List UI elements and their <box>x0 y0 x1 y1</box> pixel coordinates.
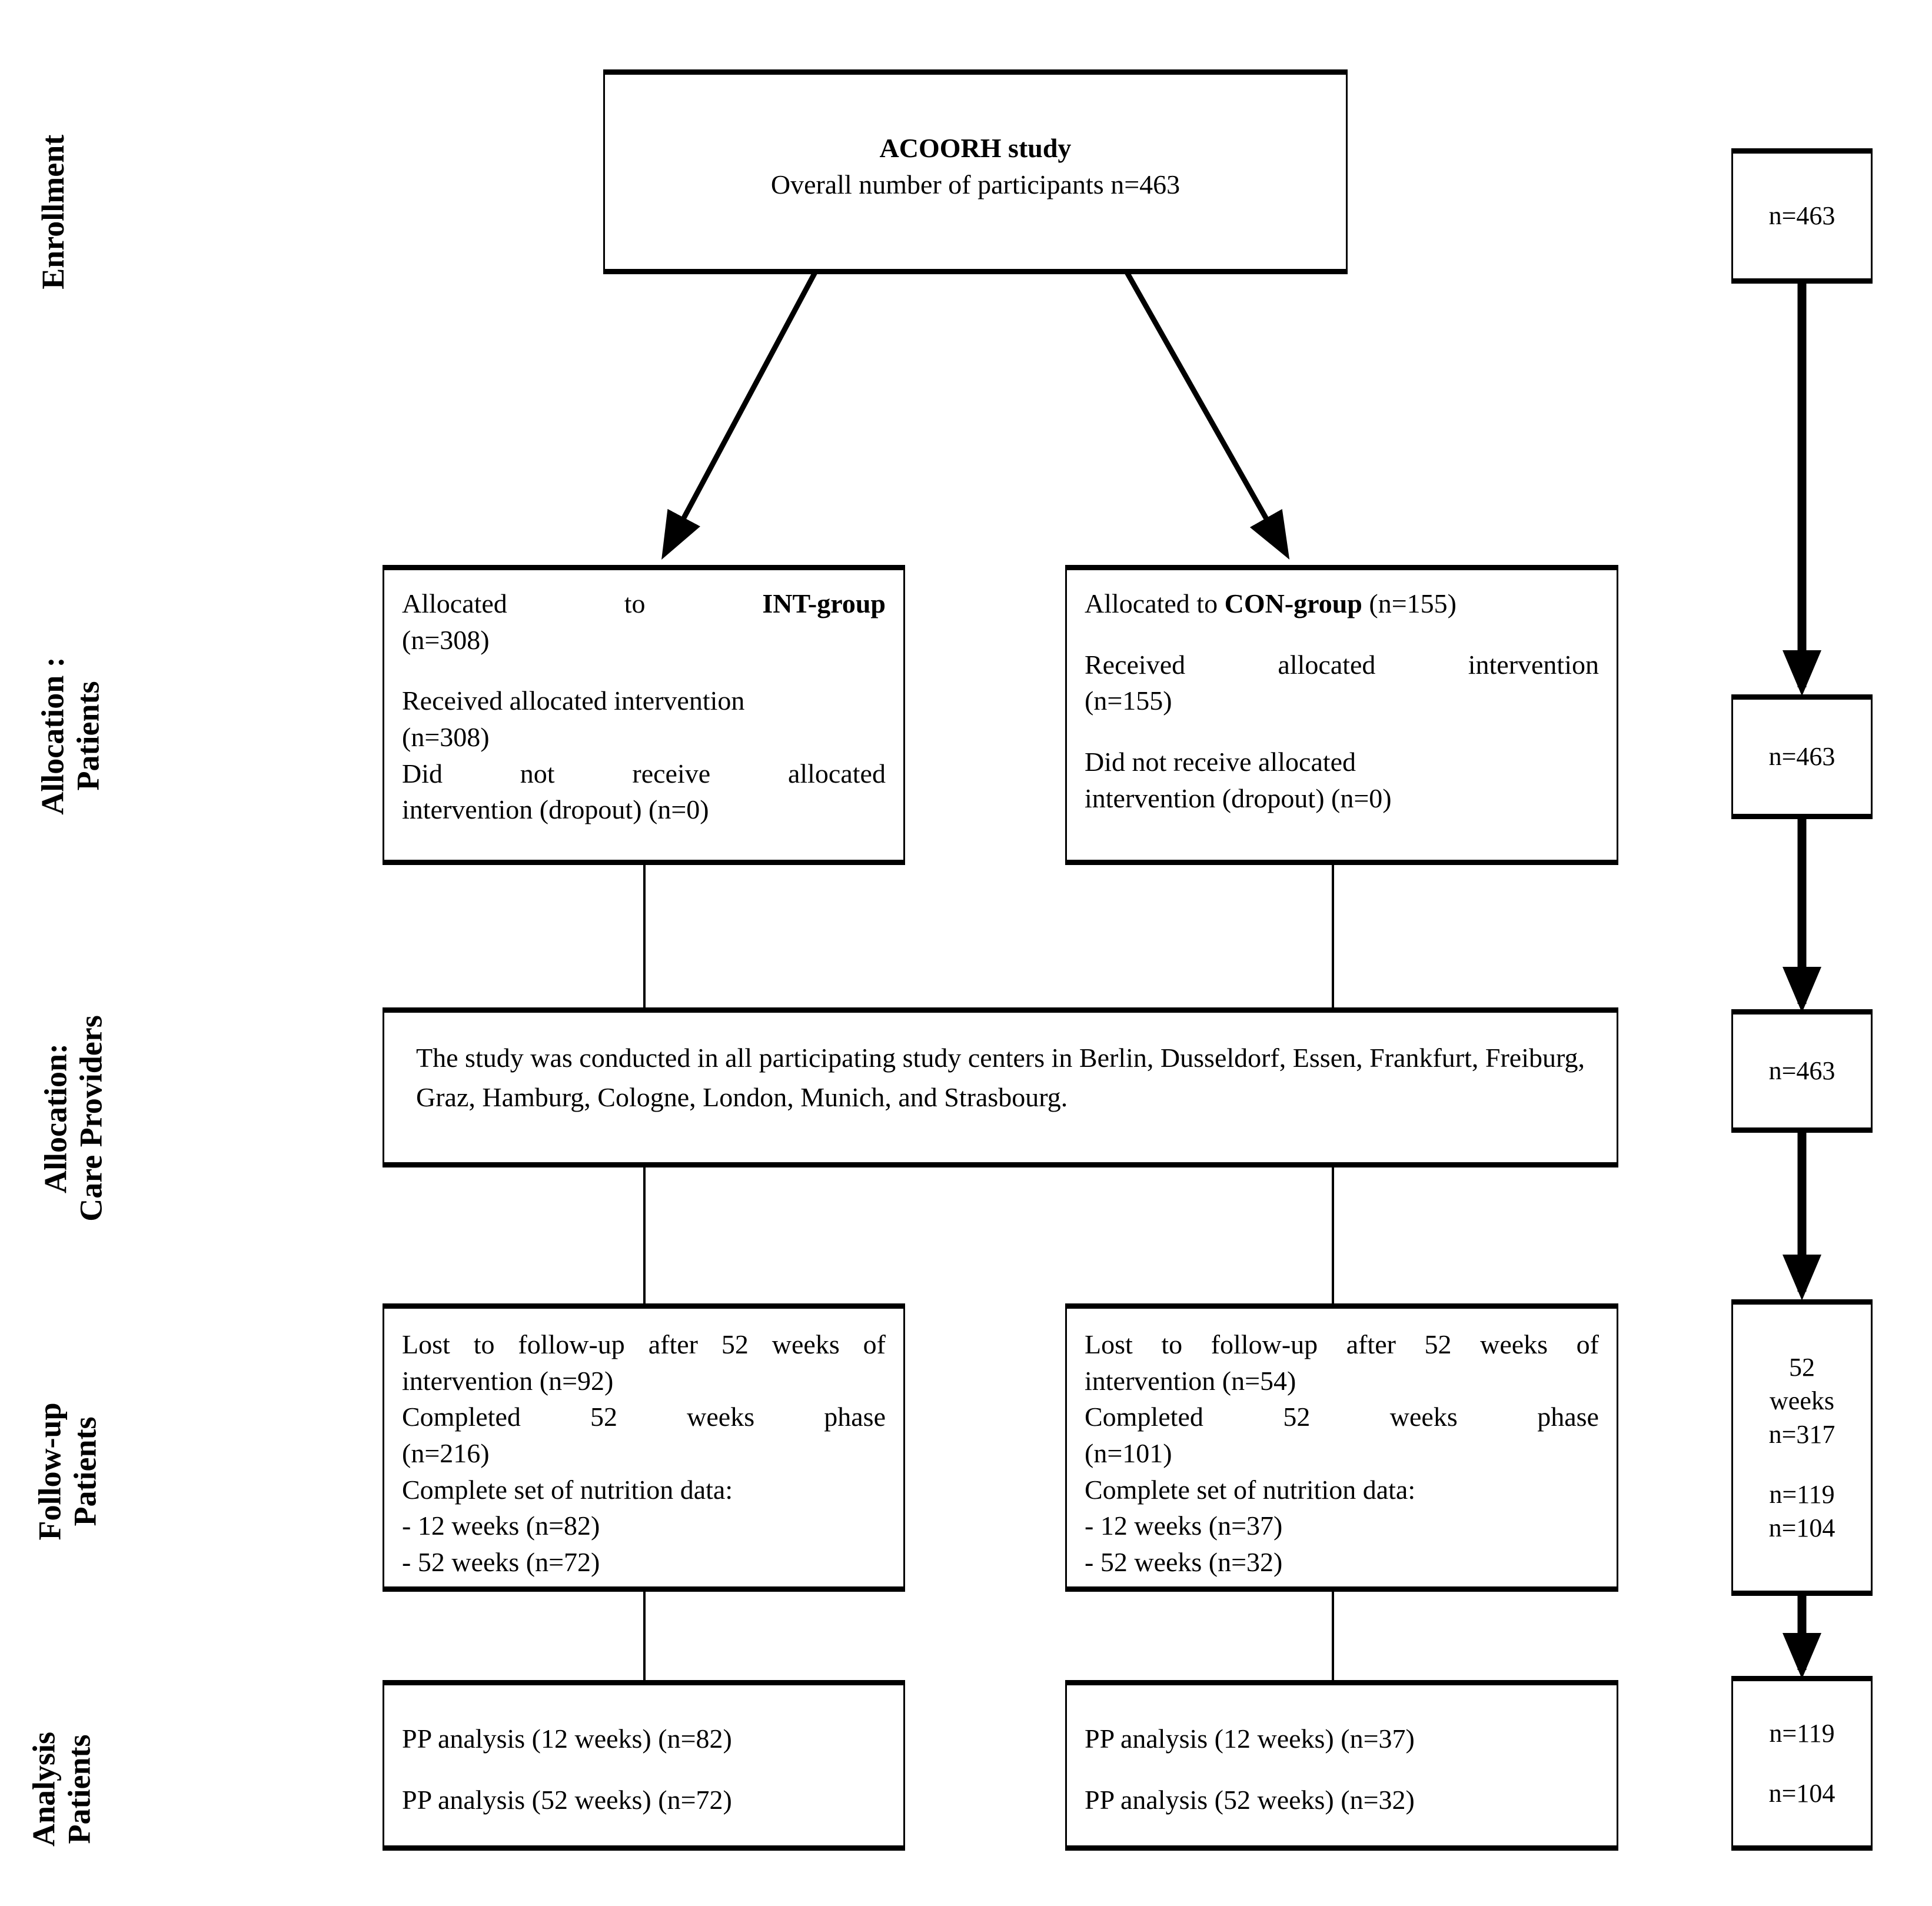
summary-box-followup: 52 weeks n=317 n=119 n=104 <box>1731 1299 1873 1596</box>
title-box-participants: Overall number of participants n=463 <box>770 169 1181 199</box>
followup-con-52w: - 52 weeks (n=32) <box>1085 1546 1283 1577</box>
care-providers-text: The study was conducted in all participa… <box>416 1043 1585 1112</box>
summary-enrollment-n: n=463 <box>1768 201 1835 231</box>
allocation-con-received-a: Received <box>1085 649 1186 680</box>
analysis-con-12w: PP analysis (12 weeks) (n=37) <box>1085 1724 1415 1754</box>
connector-centers-to-followup-int <box>643 1165 646 1306</box>
summary-followup-n104: n=104 <box>1768 1513 1835 1542</box>
allocation-int-n: (n=308) <box>402 624 490 655</box>
allocation-con-notreceive: Did not receive allocated <box>1085 746 1356 777</box>
followup-int-52w: - 52 weeks (n=72) <box>402 1546 600 1577</box>
phase-label-enrollment: Enrollment <box>35 134 71 290</box>
summary-followup-total: n=317 <box>1768 1420 1835 1449</box>
followup-con-completed-d: phase <box>1537 1402 1599 1432</box>
phase-label-follow-up-patients: Follow-up Patients <box>32 1402 103 1541</box>
phase-label-analysis-patients: Analysis Patients <box>26 1731 97 1847</box>
followup-con-12w: - 12 weeks (n=37) <box>1085 1511 1283 1541</box>
allocation-con-dropout: intervention (dropout) (n=0) <box>1085 783 1392 813</box>
followup-int-completed-d: phase <box>824 1402 886 1432</box>
summary-followup-n119: n=119 <box>1769 1479 1835 1509</box>
followup-con-completed-c: weeks <box>1389 1402 1458 1432</box>
summary-box-allocation-patients: n=463 <box>1731 694 1873 819</box>
analysis-int-box: PP analysis (12 weeks) (n=82) PP analysi… <box>383 1680 905 1851</box>
summary-box-analysis: n=119 n=104 <box>1731 1676 1873 1851</box>
allocation-int-to-label: to <box>624 588 646 618</box>
allocation-con-received-n: (n=155) <box>1085 686 1172 716</box>
followup-con-completed-n: (n=101) <box>1085 1438 1172 1468</box>
allocation-con-group-label: CON-group <box>1224 588 1362 618</box>
allocation-int-notreceive-c: receive <box>632 758 711 789</box>
connector-followup-to-analysis-con <box>1332 1589 1334 1683</box>
summary-box-allocation-care: n=463 <box>1731 1009 1873 1133</box>
summary-box-enrollment: n=463 <box>1731 148 1873 284</box>
analysis-int-52w: PP analysis (52 weeks) (n=72) <box>402 1784 732 1815</box>
summary-analysis-n119: n=119 <box>1769 1719 1835 1748</box>
followup-int-lost: Lost to follow-up after 52 weeks of inte… <box>402 1329 886 1396</box>
followup-con-lost: Lost to follow-up after 52 weeks of inte… <box>1085 1329 1599 1396</box>
summary-allocation-care-n: n=463 <box>1768 1056 1835 1086</box>
summary-followup-weeks-number: 52 <box>1789 1353 1815 1382</box>
title-box: ACOORH study Overall number of participa… <box>603 69 1348 274</box>
allocation-int-box: Allocated to INT-group (n=308) Received … <box>383 565 905 865</box>
phase-label-allocation-patients: Allocation : Patients <box>35 657 106 815</box>
care-providers-box: The study was conducted in all participa… <box>383 1007 1618 1167</box>
followup-con-nutrition-label: Complete set of nutrition data: <box>1085 1474 1416 1505</box>
followup-con-completed-a: Completed <box>1085 1402 1203 1432</box>
analysis-con-52w: PP analysis (52 weeks) (n=32) <box>1085 1784 1415 1815</box>
analysis-con-box: PP analysis (12 weeks) (n=37) PP analysi… <box>1065 1680 1618 1851</box>
allocation-con-received-c: intervention <box>1468 649 1599 680</box>
allocation-int-notreceive-a: Did <box>402 758 443 789</box>
allocation-int-notreceive-d: allocated <box>787 758 886 789</box>
connector-con-to-centers <box>1332 865 1334 1009</box>
allocation-int-dropout: intervention (dropout) (n=0) <box>402 794 709 825</box>
followup-int-completed-n: (n=216) <box>402 1438 490 1468</box>
followup-int-12w: - 12 weeks (n=82) <box>402 1511 600 1541</box>
connector-centers-to-followup-con <box>1332 1165 1334 1306</box>
summary-followup-weeks-label: weeks <box>1770 1386 1834 1416</box>
followup-con-box: Lost to follow-up after 52 weeks of inte… <box>1065 1303 1618 1592</box>
followup-int-completed-b: 52 <box>590 1402 617 1432</box>
allocation-int-group-label: INT-group <box>762 588 886 618</box>
allocation-con-box: Allocated to CON-group (n=155) Received … <box>1065 565 1618 865</box>
allocation-con-n: (n=155) <box>1369 588 1457 618</box>
allocation-int-received: Received allocated intervention <box>402 686 745 716</box>
analysis-int-12w: PP analysis (12 weeks) (n=82) <box>402 1724 732 1754</box>
allocation-con-allocated-label: Allocated to <box>1085 588 1218 618</box>
summary-allocation-patients-n: n=463 <box>1768 742 1835 771</box>
allocation-con-received-b: allocated <box>1278 649 1376 680</box>
followup-int-completed-c: weeks <box>687 1402 755 1432</box>
summary-analysis-n104: n=104 <box>1768 1778 1835 1808</box>
followup-con-completed-b: 52 <box>1283 1402 1311 1432</box>
allocation-int-notreceive-b: not <box>520 758 555 789</box>
title-box-study-name: ACOORH study <box>879 133 1072 163</box>
followup-int-nutrition-label: Complete set of nutrition data: <box>402 1474 733 1505</box>
connector-int-to-centers <box>643 865 646 1009</box>
allocation-int-allocated-label: Allocated <box>402 588 507 618</box>
followup-int-box: Lost to follow-up after 52 weeks of inte… <box>383 1303 905 1592</box>
phase-label-allocation-care-providers: Allocation: Care Providers <box>38 1015 109 1222</box>
followup-int-completed-a: Completed <box>402 1402 521 1432</box>
allocation-int-received-n: (n=308) <box>402 721 490 752</box>
connector-followup-to-analysis-int <box>643 1589 646 1683</box>
